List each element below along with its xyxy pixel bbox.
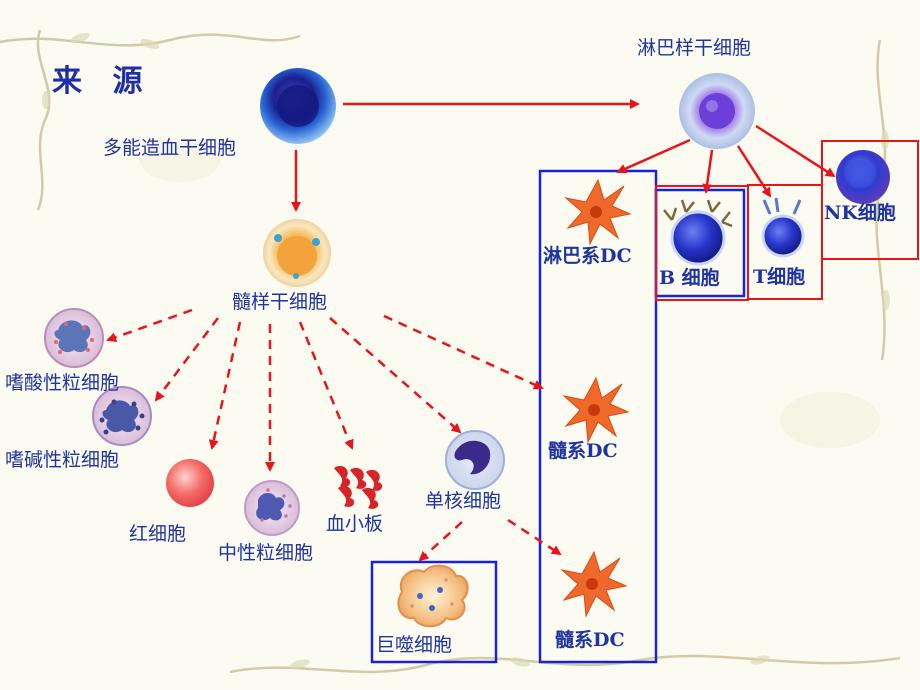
rbc-label: 红细胞 <box>129 523 187 545</box>
arrow-monocyte-to-macrophage <box>418 521 463 562</box>
eosinophil-label: 嗜酸性粒细胞 <box>5 372 120 394</box>
arrow-monocyte-to-myeloid-dc <box>507 518 562 556</box>
nk-cell-label: NK细胞 <box>824 202 896 224</box>
b-cell-icon <box>663 199 733 266</box>
hematopoietic-stem-cell-icon <box>260 68 336 144</box>
lymphoid-stem-cell-label: 淋巴样干细胞 <box>637 37 752 59</box>
dendritic-cell-icon <box>560 550 628 618</box>
arrow-lymphoid-to-dc <box>616 138 691 174</box>
macrophage-box <box>370 560 498 664</box>
myeloid-dc-label-2: 髓系DC <box>555 629 625 651</box>
arrow-lymphoid-to-b <box>702 149 714 194</box>
hsc-label: 多能造血干细胞 <box>103 137 237 159</box>
monocyte-icon <box>445 430 505 490</box>
neutrophil-label: 中性粒细胞 <box>218 542 314 564</box>
neutrophil-icon <box>244 480 300 536</box>
platelet-label: 血小板 <box>326 513 384 535</box>
arrow-myeloid-to-eosinophil <box>106 308 193 343</box>
macrophage-label: 巨噬细胞 <box>376 634 453 656</box>
lymphoid-myeloid-dc-box <box>538 169 658 664</box>
solid-arrows <box>291 99 836 212</box>
basophil-label: 嗜碱性粒细胞 <box>5 449 120 471</box>
t-cell-label: T细胞 <box>753 266 806 288</box>
lymphoid-dc-label: 淋巴系DC <box>543 245 632 267</box>
platelet-icon <box>334 465 383 509</box>
dendritic-cell-icon <box>562 376 630 444</box>
arrow-lymphoid-to-nk <box>755 124 836 178</box>
dendritic-cell-icon <box>564 178 632 246</box>
arrow-myeloid-to-monocyte <box>329 317 462 434</box>
t-cell-icon <box>761 197 805 258</box>
leaf-decoration <box>42 32 890 669</box>
macrophage-icon <box>397 564 469 628</box>
dashed-arrows <box>106 308 562 562</box>
nk-cell-box <box>821 140 919 260</box>
myeloid-stem-cell-label: 髓样干细胞 <box>232 291 328 313</box>
b-cell-label: B 细胞 <box>659 267 720 289</box>
page-title: 来 源 <box>52 64 153 99</box>
arrow-myeloid-to-myeloid-dc <box>383 314 544 390</box>
red-blood-cell-icon <box>166 459 214 507</box>
myeloid-stem-cell-icon <box>263 219 331 287</box>
arrow-lymphoid-to-t <box>736 145 772 198</box>
myeloid-dc-label-1: 髓系DC <box>548 440 618 462</box>
arrow-myeloid-to-rbc <box>208 321 242 450</box>
lymphoid-stem-cell-icon <box>679 73 755 149</box>
eosinophil-icon <box>44 308 104 368</box>
monocyte-label: 单核细胞 <box>425 490 502 512</box>
arrow-myeloid-to-platelet <box>298 321 354 450</box>
basophil-icon <box>92 386 152 446</box>
nk-cell-icon <box>836 150 890 204</box>
arrow-myeloid-to-basophil <box>154 317 219 402</box>
